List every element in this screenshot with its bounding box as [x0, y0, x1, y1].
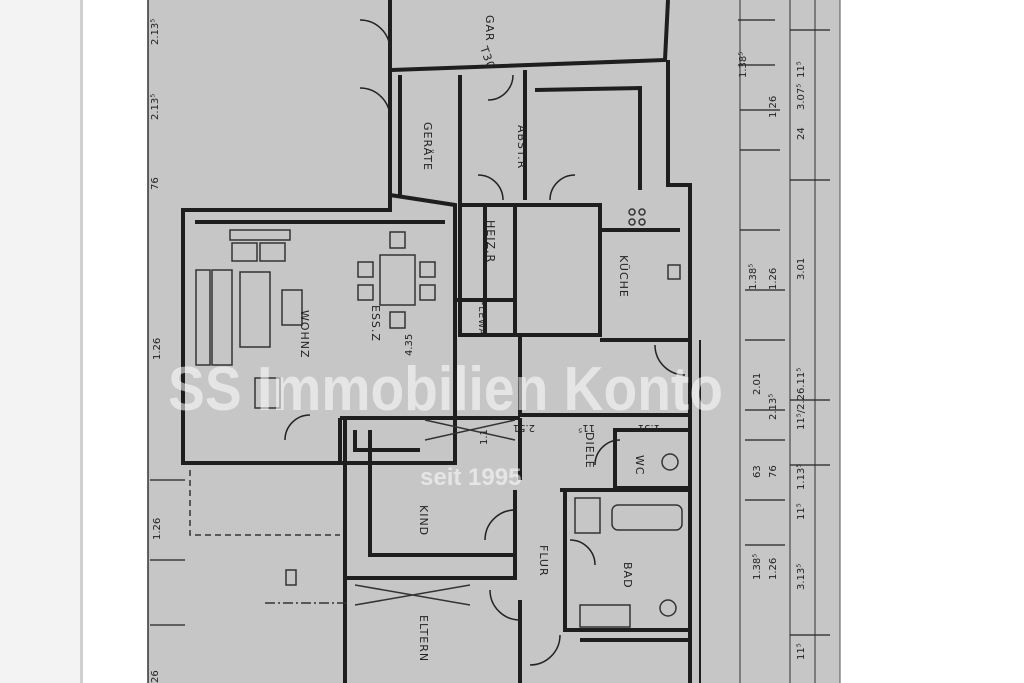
dimension-label: 2.13⁵ [768, 394, 779, 420]
room-label-heizraum: HEIZ.R [484, 220, 497, 263]
room-labels: GAR T30 GERÄTE ABST.R HEIZ.R PLEWA KÜCHE… [298, 15, 646, 662]
wall-thin-lines [189, 0, 816, 683]
dimensions-interior: 2.51 11⁵ 1.51 4.35 1.1 [404, 334, 660, 445]
dimension-label: 1.51 [638, 422, 660, 433]
dimension-label: 3.13⁵ [796, 564, 807, 590]
plan-background [148, 0, 840, 683]
dimension-label: 2.13⁵ [150, 19, 161, 45]
dimensions-right: 1.38⁵ 1.26 3.07⁵ 24 1.38⁵ 1.26 3.01 2.01… [738, 52, 807, 660]
dimension-lines [150, 19, 830, 636]
dimension-label: 1.26 [768, 268, 779, 290]
room-label-kueche: KÜCHE [617, 255, 630, 298]
room-label-wc: WC [633, 455, 646, 476]
watermark-since: seit 1995 [420, 464, 521, 491]
dimension-label: 3.01 [796, 258, 807, 280]
room-label-bad: BAD [621, 562, 634, 589]
watermark: SS Immobilien Konto seit 1995 [168, 355, 723, 491]
room-label-kind: KIND [417, 505, 430, 536]
dimension-label: 11⁵ [796, 643, 807, 660]
dimension-label: 1.38⁵ [752, 554, 763, 580]
dimension-label: 4.35 [404, 334, 415, 356]
room-label-esszimmer: ESS.Z [369, 305, 382, 342]
dimension-label: 3.07⁵ [796, 84, 807, 110]
dimension-label: 1.1 [479, 429, 490, 445]
dimension-label: 1.26 [768, 558, 779, 580]
doors [284, 19, 686, 666]
dimension-label: 1.26 [768, 96, 779, 118]
dimension-label: 76 [150, 177, 161, 190]
dimension-label: 2.13⁵ [150, 94, 161, 120]
dimension-label: 1.38⁵ [748, 264, 759, 290]
room-label-plewa: PLEWA [476, 300, 486, 336]
dimension-label: 11⁵ [796, 61, 807, 78]
room-label-geraete: GERÄTE [421, 122, 434, 171]
room-label-abstellraum: ABST.R [515, 125, 528, 169]
watermark-company: SS Immobilien Konto [168, 355, 723, 424]
dimension-label: 1.26 [152, 518, 163, 540]
room-label-flur: FLUR [537, 545, 550, 577]
dimension-label: 2.01 [752, 373, 763, 395]
walls [181, 0, 701, 683]
room-label-diele: DIELE [583, 432, 596, 469]
dimension-label: 24 [796, 127, 807, 140]
dimension-label: 11⁵ [578, 422, 595, 433]
dimension-label: 63 [752, 465, 763, 478]
dimension-label: 1.13⁵ [796, 464, 807, 490]
dimension-label: 1.38⁵ [738, 52, 749, 78]
dimension-label: 1.26 [152, 338, 163, 360]
room-label-eltern: ELTERN [417, 615, 430, 662]
room-label-garage: GAR [483, 15, 496, 42]
furniture [195, 208, 683, 628]
dimension-label: 11⁵/2.26.11⁵ [796, 368, 807, 430]
dimension-label: 2.51 [513, 422, 535, 433]
room-label-wohnzimmer: WOHNZ [298, 310, 311, 359]
page-margin [0, 0, 83, 683]
dimensions-left: 2.13⁵ 2.13⁵ 76 1.26 1.26 26 [150, 19, 163, 683]
dimension-label: 11⁵ [796, 503, 807, 520]
dimension-label: 26 [150, 670, 161, 683]
dimension-label: 76 [768, 465, 779, 478]
